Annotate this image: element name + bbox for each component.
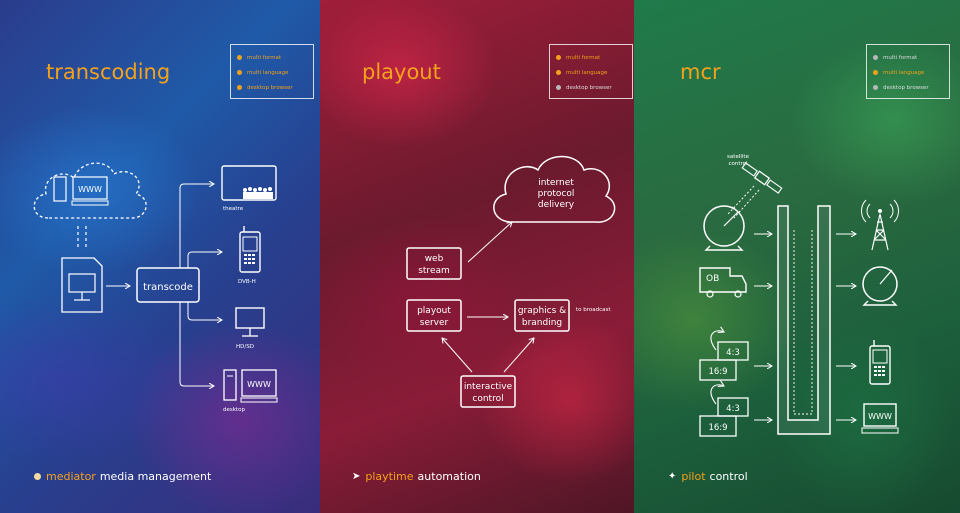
interactive-control-box xyxy=(460,375,516,408)
status-dot xyxy=(237,55,242,60)
feature-legend: multi format multi language desktop brow… xyxy=(230,44,314,99)
transmitter-tower-icon xyxy=(861,199,899,251)
mcr-panel: mcr multi format multi language desktop … xyxy=(634,0,960,513)
svg-text:OB: OB xyxy=(706,274,719,284)
svg-text:4:3: 4:3 xyxy=(726,348,740,358)
satellite-icon xyxy=(741,162,783,194)
legend-item-multi-language: multi language xyxy=(556,65,632,80)
internet-cloud-icon: WWW xyxy=(33,162,147,219)
theatre-icon xyxy=(221,165,277,201)
feature-legend: multi format multi language desktop brow… xyxy=(866,44,950,99)
legend-item-multi-format: multi format xyxy=(237,50,313,65)
output-label-dvbh: DVB-H xyxy=(238,279,256,285)
status-dot xyxy=(237,85,242,90)
footer-text: control xyxy=(709,470,748,483)
pilot-logo-icon: ✦ xyxy=(668,471,677,482)
playout-server-box xyxy=(406,299,462,332)
transcoding-diagram: WWW transcode xyxy=(33,162,278,413)
mcr-diagram: satellite control OB xyxy=(699,154,899,437)
routing-channel xyxy=(777,205,831,435)
media-file-icon xyxy=(61,257,103,313)
legend-item-desktop-browser: desktop browser xyxy=(873,80,949,95)
status-dot xyxy=(873,70,878,75)
legend-item-multi-language: multi language xyxy=(873,65,949,80)
svg-text:4:3: 4:3 xyxy=(726,404,740,414)
product-footer: ✦ pilot control xyxy=(668,470,748,483)
svg-text:branding: branding xyxy=(522,318,562,328)
footer-brand: mediator xyxy=(46,470,96,483)
graphics-branding-box xyxy=(514,299,570,332)
svg-text:WWW: WWW xyxy=(247,380,271,389)
svg-text:WWW: WWW xyxy=(868,412,892,421)
satellite-dish-icon xyxy=(862,266,898,306)
svg-text:control: control xyxy=(472,394,503,404)
desktop-computer-icon: WWW xyxy=(223,369,278,403)
svg-text:internet: internet xyxy=(538,178,574,188)
mobile-phone-icon xyxy=(239,226,261,273)
footer-text: media management xyxy=(99,470,212,483)
svg-text:protocol: protocol xyxy=(538,189,575,199)
status-dot xyxy=(556,70,561,75)
legend-item-desktop-browser: desktop browser xyxy=(556,80,632,95)
legend-item-multi-language: multi language xyxy=(237,65,313,80)
svg-text:control: control xyxy=(728,161,748,167)
playout-diagram: internet protocol delivery web stream pl… xyxy=(406,155,616,408)
aspect-ratio-convert-icon: 4:3 16:9 xyxy=(699,331,749,381)
transcode-box xyxy=(136,267,200,303)
svg-text:web: web xyxy=(425,254,444,264)
svg-text:playout: playout xyxy=(417,306,451,316)
panel-title: transcoding xyxy=(46,60,171,84)
svg-text:16:9: 16:9 xyxy=(708,367,727,377)
satellite-dish-icon xyxy=(703,205,745,251)
web-monitor-icon: WWW xyxy=(861,403,899,434)
legend-item-desktop-browser: desktop browser xyxy=(237,80,313,95)
product-footer: ➤ playtime automation xyxy=(352,470,481,483)
svg-text:interactive: interactive xyxy=(464,382,513,392)
feature-legend: multi format multi language desktop brow… xyxy=(549,44,633,99)
output-label-desktop: desktop xyxy=(223,407,245,413)
svg-text:16:9: 16:9 xyxy=(708,423,727,433)
to-broadcast-label: to broadcast xyxy=(576,307,611,313)
legend-item-multi-format: multi format xyxy=(873,50,949,65)
status-dot xyxy=(237,70,242,75)
status-dot xyxy=(873,85,878,90)
panel-title: mcr xyxy=(680,60,721,84)
transcoding-panel: transcoding multi format multi language … xyxy=(0,0,320,513)
output-label-theatre: theatre xyxy=(223,206,244,212)
product-footer: mediator media management xyxy=(34,470,211,483)
svg-text:graphics &: graphics & xyxy=(518,306,566,316)
output-label-hdsd: HD/SD xyxy=(236,344,254,350)
footer-brand: pilot xyxy=(681,470,706,483)
ob-van-icon: OB xyxy=(699,267,747,298)
svg-text:stream: stream xyxy=(418,266,450,276)
status-dot xyxy=(873,55,878,60)
monitor-icon xyxy=(235,307,265,337)
mobile-phone-icon xyxy=(869,340,891,385)
svg-text:delivery: delivery xyxy=(538,200,575,210)
playout-panel: playout multi format multi language desk… xyxy=(320,0,634,513)
legend-item-multi-format: multi format xyxy=(556,50,632,65)
footer-text: automation xyxy=(417,470,481,483)
footer-brand: playtime xyxy=(365,470,414,483)
svg-text:WWW: WWW xyxy=(78,185,102,194)
aspect-ratio-convert-icon: 4:3 16:9 xyxy=(699,385,749,437)
status-dot xyxy=(556,85,561,90)
transcode-label: transcode xyxy=(143,282,193,293)
mediator-logo-icon xyxy=(34,473,41,480)
internet-cloud-icon: internet protocol delivery xyxy=(493,155,616,223)
web-stream-box xyxy=(406,247,462,280)
status-dot xyxy=(556,55,561,60)
panel-title: playout xyxy=(362,60,441,84)
svg-text:satellite: satellite xyxy=(727,154,750,160)
svg-text:server: server xyxy=(420,318,449,328)
playtime-logo-icon: ➤ xyxy=(352,471,361,482)
